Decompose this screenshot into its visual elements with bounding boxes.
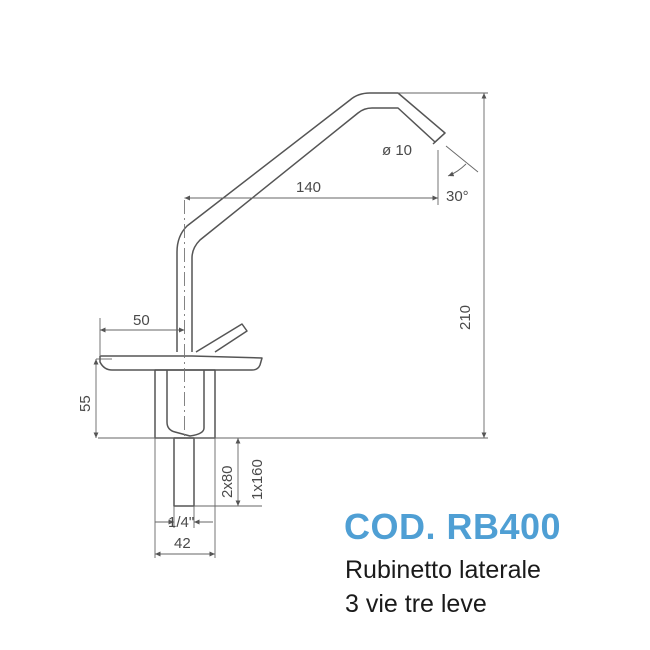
product-description-line-1: Rubinetto laterale — [345, 556, 541, 584]
dim-55-label: 55 — [77, 395, 94, 412]
dim-diameter-label: ø 10 — [382, 142, 412, 159]
dimension-lines — [93, 92, 488, 558]
spout-tube — [176, 92, 446, 352]
dim-thread-label: 1/4" — [168, 514, 194, 531]
dim-42-label: 42 — [174, 535, 191, 552]
product-code: COD. RB400 — [344, 506, 562, 547]
dim-1x160-label: 1x160 — [249, 459, 266, 500]
dim-210-label: 210 — [457, 305, 474, 330]
base-plate — [99, 355, 263, 371]
product-description-line-2: 3 vie tre leve — [345, 590, 487, 618]
outlet-cap — [432, 132, 446, 145]
valve-body — [154, 369, 216, 439]
side-lever — [195, 323, 248, 353]
dim-50-label: 50 — [133, 312, 150, 329]
dim-2x80-label: 2x80 — [219, 465, 236, 498]
valve-body-inner — [166, 370, 205, 437]
dim-140-label: 140 — [296, 179, 321, 196]
threaded-shank — [173, 437, 195, 507]
dim-angle-label: 30° — [446, 188, 469, 205]
